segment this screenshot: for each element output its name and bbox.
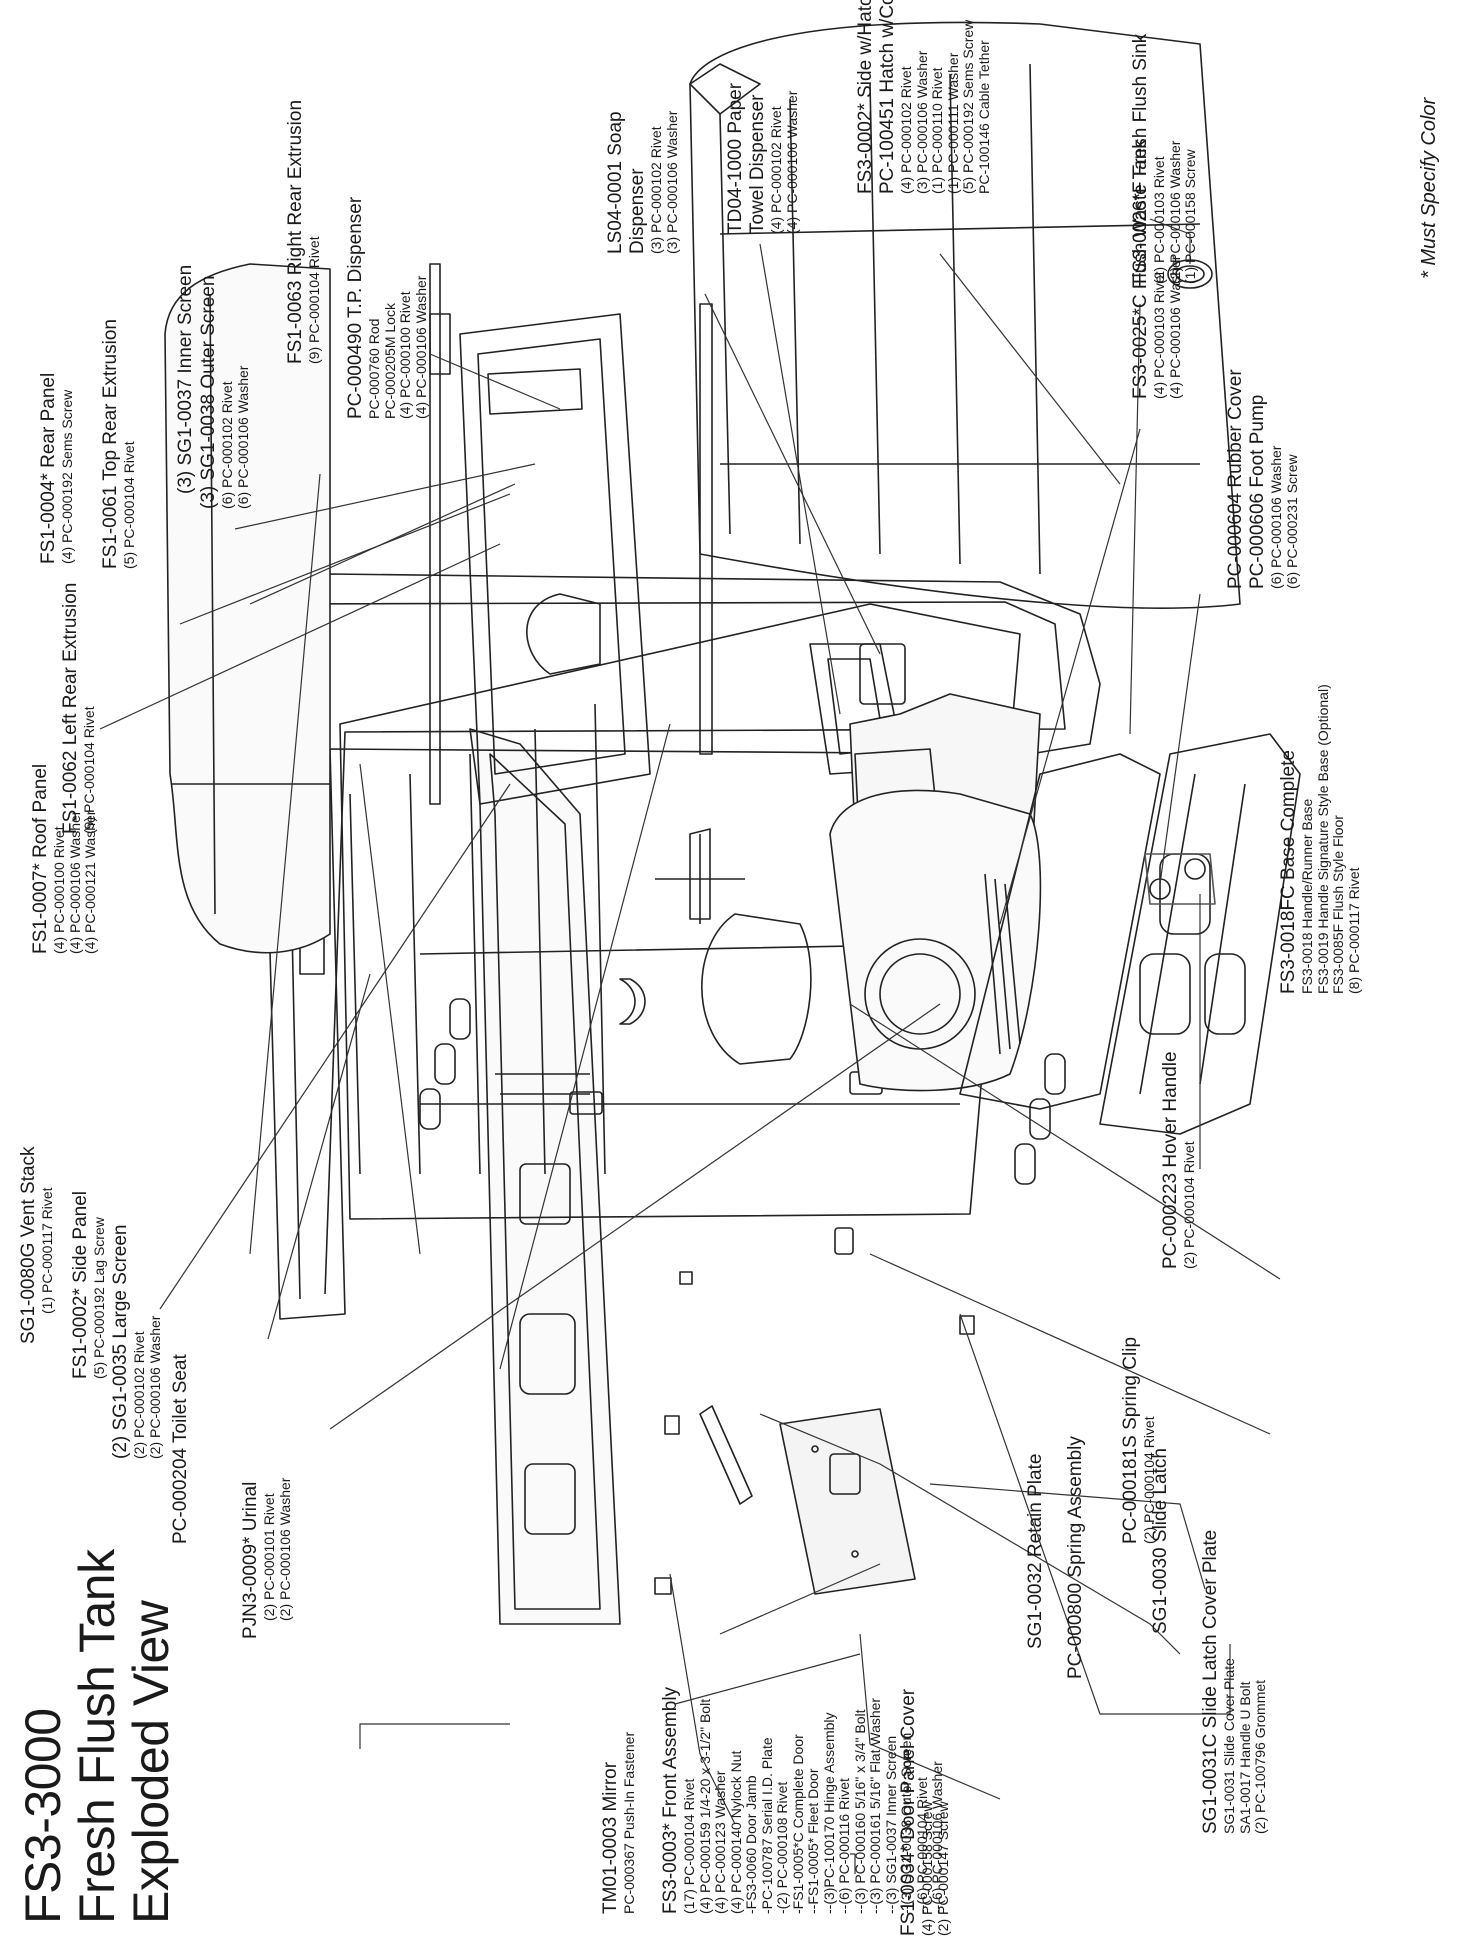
callout-latch-cover: SG1-0031C Slide Latch Cover Plate SG1-00… — [1200, 1529, 1268, 1834]
side-hatch-part — [689, 21, 1241, 609]
callout-left-rear-extrusion: FS1-0062 Left Rear Extrusion (9) PC-0001… — [60, 582, 97, 834]
foot-pump-part — [1144, 853, 1216, 905]
callout-soap-dispenser: LS04-0001 Soap Dispenser (3) PC-000102 R… — [605, 110, 680, 254]
callout-vent-stack: SG1-0080G Vent Stack (1) PC-000117 Rivet — [18, 1146, 55, 1344]
small-hardware — [569, 1071, 975, 1595]
callout-side-panel: FS1-0002* Side Panel (5) PC-000192 Lag S… — [70, 1190, 107, 1379]
callout-side-hatch: FS3-0002* Side w/Hatch PC-100451 Hatch w… — [855, 0, 992, 194]
callout-tp-dispenser: PC-000490 T.P. Dispenser PC-000760 Rod P… — [345, 196, 429, 419]
door-panel-cover-part — [779, 1408, 916, 1595]
callout-waste-tank: FS3-0025*C Flush Waste Tank (4) PC-00010… — [1130, 139, 1183, 399]
toilet-seat-part — [655, 828, 745, 924]
callout-outer-screen: (3) SG1-0038 Outer Screen (6) PC-000102 … — [198, 275, 251, 509]
callout-base: FS3-0018FC Base Complete FS3-0018 Handle… — [1278, 684, 1362, 994]
callout-towel-dispenser: TD04-1000 Paper Towel Dispenser (4) PC-0… — [725, 82, 800, 234]
callout-toilet-seat: PC-000204 Toilet Seat — [170, 1354, 191, 1544]
callout-right-rear-extrusion: FS1-0063 Right Rear Extrusion (9) PC-000… — [285, 99, 322, 364]
base-part — [959, 733, 1301, 1135]
callout-large-screen: (2) SG1-0035 Large Screen (2) PC-000102 … — [110, 1224, 163, 1459]
roof-panel-part — [164, 263, 331, 954]
grommets-part — [419, 998, 1066, 1185]
callout-spring-assembly: PC-000800 Spring Assembly — [1065, 1436, 1086, 1679]
callout-top-rear-extrusion: FS1-0061 Top Rear Extrusion (5) PC-00010… — [100, 319, 137, 569]
leader-lines — [99, 218, 1281, 1874]
callout-inner-screen: (3) SG1-0037 Inner Screen — [175, 264, 196, 494]
callout-rubber-cover: PC-000604 Rubber Cover PC-000606 Foot Pu… — [1225, 369, 1300, 589]
callout-retain-plate: SG1-0032 Retain Plate — [1025, 1453, 1046, 1649]
front-door-part — [469, 728, 621, 1625]
urinal-part — [701, 913, 812, 1065]
side-panel-part — [339, 603, 1021, 1220]
callout-rear-panel: FS1-0004* Rear Panel (4) PC-000192 Sems … — [38, 372, 75, 564]
callout-mirror: TM01-0003 Mirror PC-000367 Push-In Faste… — [600, 1731, 637, 1914]
callout-urinal: PJN3-0009* Urinal (2) PC-000101 Rivet (2… — [240, 1477, 293, 1639]
hover-handle-part — [619, 978, 693, 1285]
callout-door-panel-cover: FS1-0034* Door Panel Cover (4) PC-000158… — [898, 1688, 951, 1936]
spring-assembly-part — [699, 1405, 753, 1505]
callout-slide-latch: SG1-0030 Slide Latch — [1150, 1448, 1171, 1634]
rear-panel-part — [459, 313, 651, 805]
rear-extrusions-part — [429, 263, 713, 805]
must-specify-color-note: * Must Specify Color — [1418, 97, 1440, 279]
waste-tank-part — [829, 789, 1042, 1092]
callout-hover-handle: PC-000223 Hover Handle (2) PC-000104 Riv… — [1160, 1051, 1197, 1269]
